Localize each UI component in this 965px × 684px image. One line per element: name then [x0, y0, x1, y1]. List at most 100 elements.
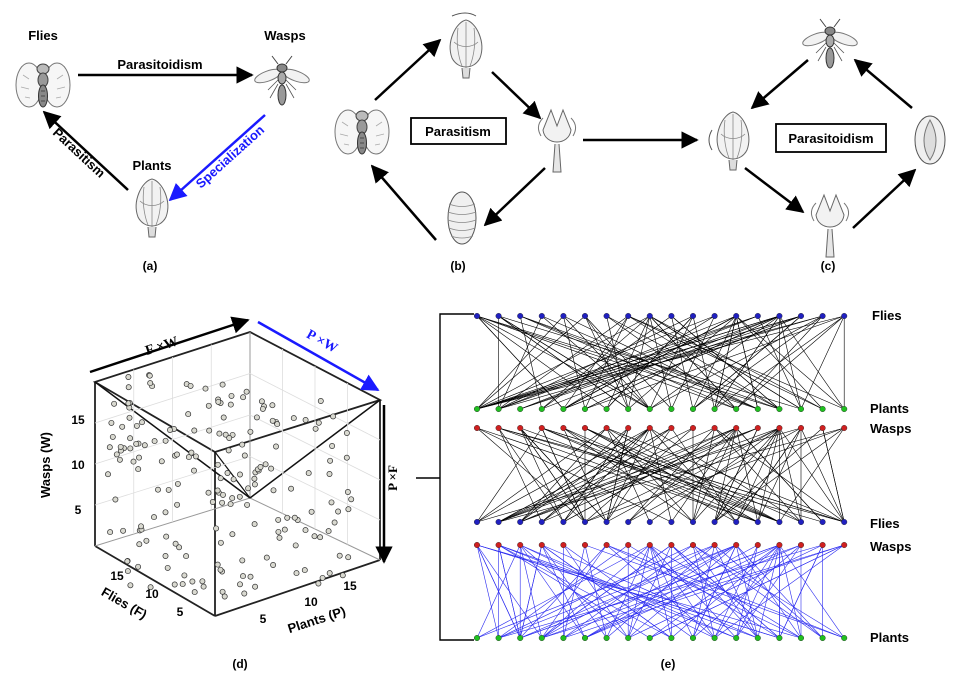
parasitoidism-box: [775, 123, 887, 153]
scatter-point: [205, 489, 212, 496]
network-node-top: [582, 425, 589, 432]
scatter-point: [339, 572, 346, 579]
scatter-point: [269, 417, 276, 424]
network-node-top: [538, 313, 545, 320]
node-wasps: Wasps: [264, 28, 305, 43]
network-node-bottom: [819, 635, 826, 642]
network-node-bottom: [603, 406, 610, 413]
network-node-bottom: [517, 519, 524, 526]
scatter-point: [251, 475, 258, 482]
network-node-top: [711, 425, 718, 432]
parasitism-box: [410, 117, 507, 145]
network-node-bottom: [495, 635, 502, 642]
scatter-point: [230, 476, 237, 483]
network-node-bottom: [603, 519, 610, 526]
scatter-point: [162, 437, 169, 444]
scatter-point: [219, 381, 226, 388]
network-link: [649, 315, 694, 410]
network-link: [735, 544, 823, 639]
network-node-bottom: [646, 519, 653, 526]
network-node-bottom: [690, 635, 697, 642]
network-link: [649, 427, 737, 523]
network-link: [476, 427, 543, 523]
network-node-top: [841, 542, 848, 549]
network-link: [498, 427, 845, 523]
flower-icon: [449, 19, 483, 79]
flies-tick: 10: [145, 587, 159, 601]
scatter-point: [275, 528, 282, 535]
network-link: [692, 544, 737, 639]
network-link: [628, 427, 737, 523]
scatter-point: [292, 542, 299, 549]
cube-edge: [94, 545, 216, 617]
plants-tick: 5: [260, 612, 267, 626]
network-link: [476, 315, 607, 410]
scatter-point: [125, 400, 132, 407]
panel-d-label: (d): [232, 657, 247, 671]
bracket: [416, 313, 474, 641]
wasp-icon: [800, 18, 860, 69]
network-node-top: [474, 425, 481, 432]
scatter-point: [124, 568, 131, 575]
y-tick: 15: [71, 413, 85, 427]
network-node-top: [841, 425, 848, 432]
scatter-point: [164, 564, 171, 571]
network-node-top: [711, 542, 718, 549]
scatter-point: [325, 528, 332, 535]
scatter-point: [239, 441, 246, 448]
scatter-point: [330, 413, 337, 420]
scatter-point: [202, 385, 209, 392]
edge-parasitism-arrow: [42, 110, 129, 191]
scatter-point: [229, 531, 236, 538]
scatter-point: [317, 398, 324, 404]
scatter-point: [183, 553, 190, 560]
scatter-point: [311, 533, 318, 540]
network-node-bottom: [819, 406, 826, 413]
network-node-top: [668, 542, 675, 549]
scatter-point: [270, 562, 277, 568]
scatter-point: [284, 514, 291, 521]
network-link: [498, 427, 715, 523]
scatter-point: [227, 501, 234, 508]
scatter-point: [263, 554, 270, 561]
layer-1-top-label: Flies: [872, 308, 902, 323]
network-node-bottom: [646, 406, 653, 413]
scatter-point: [268, 465, 275, 472]
scatter-point: [124, 558, 131, 565]
network-link: [519, 544, 543, 639]
scatter-point: [163, 533, 170, 540]
network-link: [541, 427, 650, 523]
scatter-point: [217, 566, 224, 573]
flower-icon: [135, 178, 169, 238]
network-link: [649, 544, 802, 639]
scatter-point: [274, 421, 281, 428]
scatter-point: [165, 486, 172, 493]
scatter-point: [141, 442, 148, 449]
network-node-top: [625, 425, 632, 432]
cycle-arrow: [491, 71, 542, 120]
network-link: [822, 427, 845, 523]
flies-tick: 5: [177, 605, 184, 619]
scatter-point: [215, 398, 222, 405]
network-node-bottom: [798, 519, 805, 526]
panel-c: Parasitoidism (c): [708, 18, 946, 273]
network-link: [735, 315, 759, 410]
scatter-point: [317, 534, 324, 541]
network-node-top: [603, 425, 610, 432]
wasp-on-flower-icon: [708, 129, 713, 151]
scatter-point: [251, 481, 258, 488]
network-link: [563, 427, 737, 523]
cycle-arrow: [853, 58, 913, 109]
network-node-bottom: [711, 406, 718, 413]
scatter-point: [200, 583, 207, 590]
scatter-point: [167, 427, 173, 433]
scatter-points: [105, 372, 355, 600]
network-node-bottom: [538, 635, 545, 642]
scatter-point: [139, 419, 145, 426]
network-link: [498, 427, 737, 523]
network-link: [649, 315, 672, 410]
scatter-point: [245, 485, 252, 492]
scatter-point: [158, 458, 165, 465]
scatter-point: [219, 499, 226, 506]
scatter-point: [221, 593, 228, 600]
